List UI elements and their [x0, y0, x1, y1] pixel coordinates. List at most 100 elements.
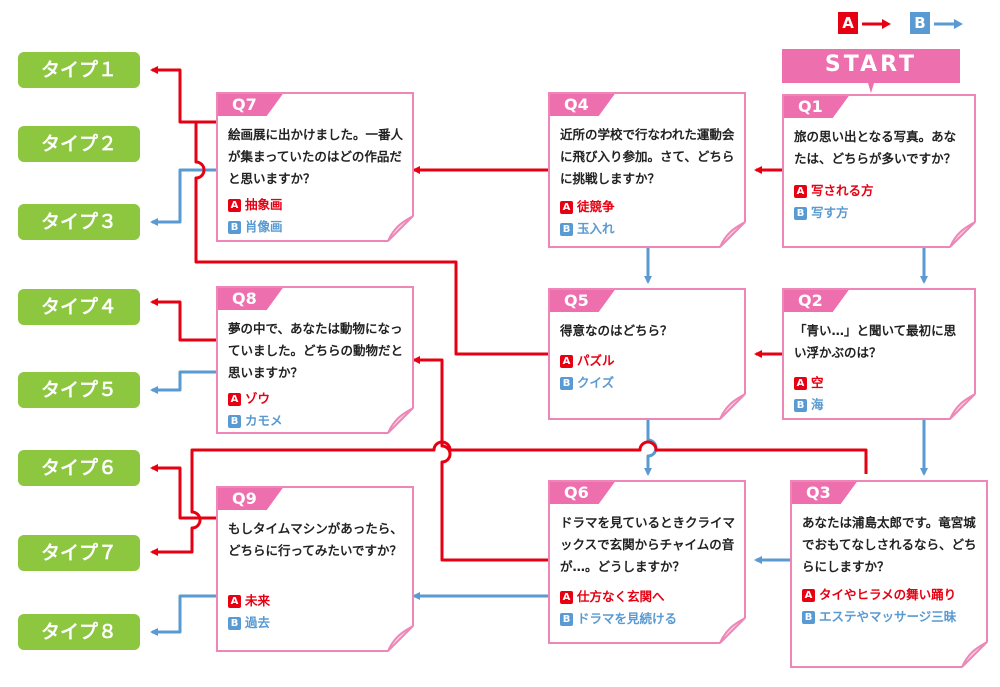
q9-page-curl-icon [387, 625, 414, 652]
start-banner [782, 49, 960, 93]
q7-card: Q7 絵画展に出かけました。一番人が集まっていたのはどの作品だと思いますか？ A… [216, 92, 414, 242]
legend-a-arrow-icon [862, 19, 891, 29]
a-badge: A [794, 185, 807, 198]
type-6-box: タイプ６ [18, 450, 140, 486]
q5-a-to-q7 [194, 148, 548, 356]
q8-option-b: B カモメ [228, 410, 283, 429]
a-badge: A [560, 355, 573, 368]
q7-option-a-label: 抽象画 [245, 197, 283, 212]
q3-option-a-label: タイやヒラメの舞い踊り [819, 587, 957, 602]
q8-option-a-label: ゾウ [245, 391, 271, 406]
q1-option-b-label: 写す方 [811, 205, 849, 220]
q7-number: Q7 [218, 94, 283, 116]
a-badge: A [560, 591, 573, 604]
a-badge: A [228, 595, 241, 608]
q3-text: あなたは浦島太郎です。竜宮城でおもてなしされるなら、どちらにしますか？ [802, 515, 977, 574]
q7-option-a: A 抽象画 [228, 194, 283, 213]
q1-option-a: A 写される方 [794, 180, 874, 199]
q4-card: Q4 近所の学校で行なわれた運動会に飛び入り参加。さて、どちらに挑戦しますか？ … [548, 92, 746, 248]
q4-text: 近所の学校で行なわれた運動会に飛び入り参加。さて、どちらに挑戦しますか？ [560, 127, 735, 186]
q1-text: 旅の思い出となる写真。あなたは、どちらが多いですか？ [794, 129, 957, 166]
a-badge: A [228, 393, 241, 406]
q5-number: Q5 [550, 290, 615, 312]
q7-a-to-type1 [150, 66, 216, 124]
b-badge: B [228, 415, 241, 428]
a-badge: A [228, 199, 241, 212]
q5-text: 得意なのはどちら？ [560, 323, 673, 338]
type-2-box: タイプ２ [18, 126, 140, 162]
type-3-box: タイプ３ [18, 204, 140, 240]
q1-option-a-label: 写される方 [811, 183, 874, 198]
type-4-box: タイプ４ [18, 289, 140, 325]
b-badge: B [802, 611, 815, 624]
q7-page-curl-icon [387, 215, 414, 242]
q4-option-b-label: 玉入れ [577, 221, 615, 236]
q9-option-b-label: 過去 [245, 615, 271, 630]
q5-option-b: B クイズ [560, 372, 614, 391]
a-badge: A [802, 589, 815, 602]
q2-option-b-label: 海 [811, 397, 824, 412]
q3-option-a: A タイやヒラメの舞い踊り [802, 584, 956, 603]
q7-a-link [194, 120, 216, 148]
q3-card: Q3 あなたは浦島太郎です。竜宮城でおもてなしされるなら、どちらにしますか？ A… [790, 480, 988, 668]
b-badge: B [794, 399, 807, 412]
b-badge: B [794, 207, 807, 220]
q2-number: Q2 [784, 290, 849, 312]
q6-card: Q6 ドラマを見ているときクライマックスで玄関からチャイムの音が…。どうしますか… [548, 480, 746, 644]
q3-number: Q3 [792, 482, 857, 504]
q9-b-to-type8 [150, 594, 216, 636]
q6-a-to-q8 [412, 356, 548, 562]
q8-b-to-type5 [150, 370, 216, 394]
q6-option-b-label: ドラマを見続ける [577, 611, 678, 626]
type-7-box: タイプ７ [18, 535, 140, 571]
b-badge: B [560, 223, 573, 236]
q2-option-a-label: 空 [811, 375, 824, 390]
type-8-box: タイプ８ [18, 614, 140, 650]
q3-option-b-label: エステやマッサージ三昧 [819, 609, 957, 624]
legend-a-badge: A [838, 12, 858, 34]
q6-page-curl-icon [719, 617, 746, 644]
b-badge: B [228, 221, 241, 234]
b-badge: B [560, 613, 573, 626]
a-badge: A [794, 377, 807, 390]
q2-text: 「青い…」と聞いて最初に思い浮かぶのは？ [794, 323, 957, 360]
q9-a-to-type6 [150, 464, 216, 520]
q4-option-a-label: 徒競争 [577, 199, 615, 214]
q3-option-b: B エステやマッサージ三昧 [802, 606, 956, 625]
q3-a-to-type7 [150, 440, 868, 556]
q9-text: もしタイムマシンがあったら、どちらに行ってみたいですか？ [228, 521, 403, 558]
legend-a: A [838, 12, 858, 34]
b-badge: B [560, 377, 573, 390]
q2-page-curl-icon [949, 393, 976, 420]
legend-b-badge: B [910, 12, 930, 34]
q5-option-a-label: パズル [577, 353, 615, 368]
q7-b-to-type3 [150, 168, 216, 226]
q3-page-curl-icon [961, 641, 988, 668]
b-badge: B [228, 617, 241, 630]
start-label: START [824, 52, 918, 77]
q8-a-to-type4 [150, 298, 216, 342]
q8-page-curl-icon [387, 407, 414, 434]
q5-option-b-label: クイズ [577, 375, 615, 390]
q4-number: Q4 [550, 94, 615, 116]
q9-number: Q9 [218, 488, 283, 510]
q1-page-curl-icon [949, 221, 976, 248]
q4-option-b: B 玉入れ [560, 218, 615, 237]
q4-option-a: A 徒競争 [560, 196, 615, 215]
q6-number: Q6 [550, 482, 615, 504]
q9-option-b: B 過去 [228, 612, 270, 631]
q8-option-a: A ゾウ [228, 388, 270, 407]
q8-text: 夢の中で、あなたは動物になっていました。どちらの動物だと思いますか？ [228, 321, 404, 380]
q8-option-b-label: カモメ [245, 413, 283, 428]
q1-option-b: B 写す方 [794, 202, 849, 221]
a-badge: A [560, 201, 573, 214]
q5-page-curl-icon [719, 393, 746, 420]
q5-option-a: A パズル [560, 350, 615, 369]
